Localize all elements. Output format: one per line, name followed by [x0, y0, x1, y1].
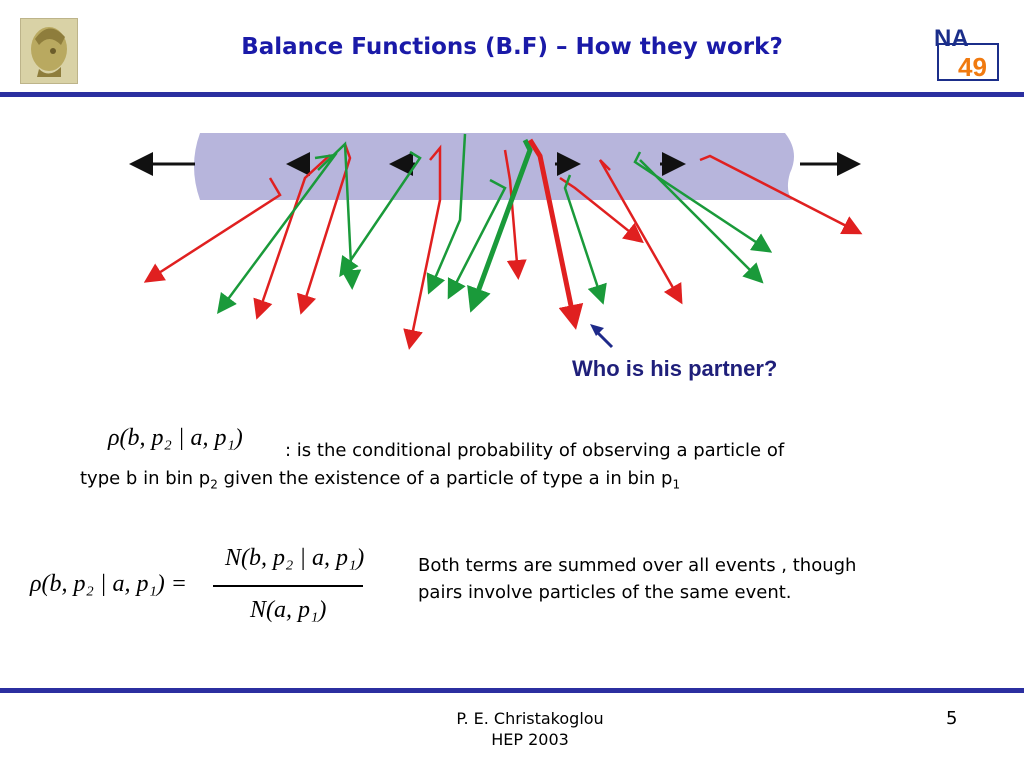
formula-lhs: ρ(b, p₂ | a, p₁) =	[30, 571, 187, 597]
arrow-pointer-icon	[590, 324, 614, 349]
fraction-bar	[213, 585, 363, 587]
particle-pairs-diagram	[129, 133, 863, 350]
footer-divider	[0, 688, 1024, 693]
slide-title: Balance Functions (B.F) – How they work?	[241, 34, 783, 60]
page-number: 5	[946, 708, 958, 729]
university-logo	[20, 18, 78, 84]
definition-text-line1: : is the conditional probability of obse…	[285, 440, 785, 461]
header-divider	[0, 92, 1024, 97]
formula-numerator: N(b, p₂ | a, p₁)	[225, 545, 365, 571]
conditional-probability-symbol: ρ(b, p₂ | a, p₁)	[108, 425, 243, 451]
svg-text:49: 49	[958, 52, 987, 82]
balance-formula: ρ(b, p₂ | a, p₁) = N(b, p₂ | a, p₁) N(a,…	[30, 545, 380, 635]
figure-caption: Who is his partner?	[572, 356, 778, 381]
footer-conference: HEP 2003	[491, 730, 569, 749]
definition-text-line2: type b in bin p2 given the existence of …	[80, 468, 681, 492]
na49-logo: NA 49	[932, 22, 1002, 82]
footer-author: P. E. Christakoglou	[456, 709, 604, 728]
footer-author-block: P. E. Christakoglou HEP 2003	[400, 708, 660, 750]
summation-note: Both terms are summed over all events , …	[418, 555, 857, 603]
formula-denominator: N(a, p₁)	[250, 597, 327, 623]
svg-text:NA: NA	[934, 25, 969, 52]
